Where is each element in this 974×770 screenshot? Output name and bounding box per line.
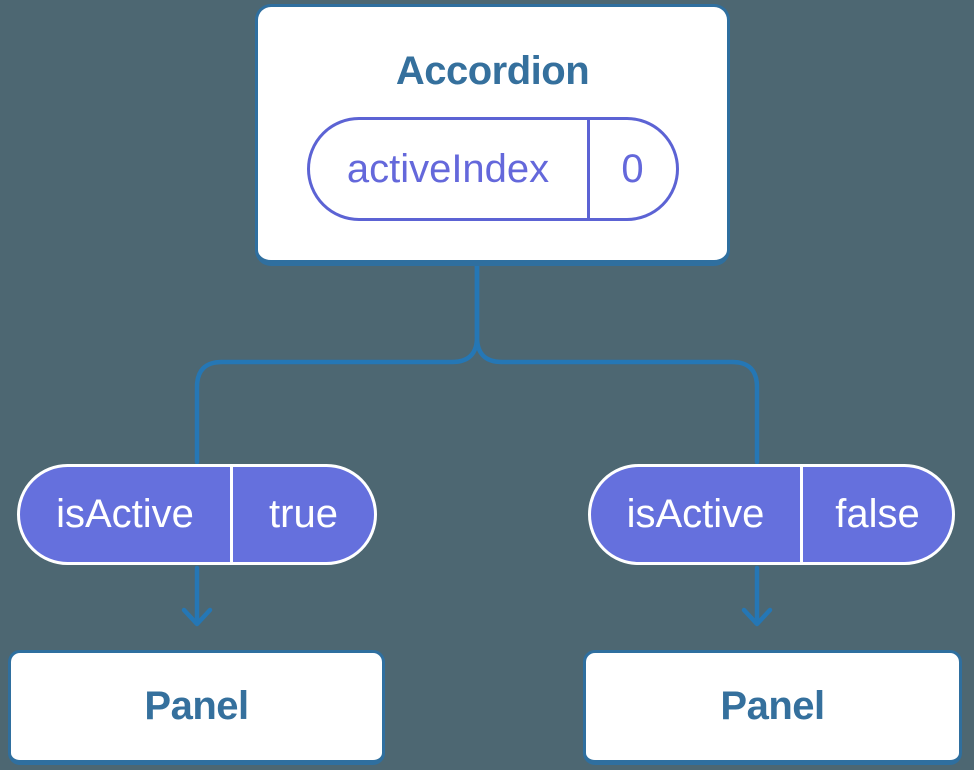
state-pill: activeIndex 0 bbox=[306, 117, 679, 221]
accordion-node-title: Accordion bbox=[395, 49, 590, 93]
prop-pill-label: isActive bbox=[56, 492, 194, 536]
prop-pill-divider bbox=[800, 467, 803, 562]
prop-pill-divider bbox=[230, 467, 233, 562]
prop-pill-value: false bbox=[835, 492, 920, 536]
branch-line-right bbox=[474, 262, 760, 465]
state-pill-label: activeIndex bbox=[346, 146, 550, 191]
panel-node-right: Panel bbox=[583, 650, 962, 765]
accordion-node: Accordion activeIndex 0 bbox=[255, 4, 730, 266]
left-arrow-down-icon bbox=[181, 565, 213, 627]
state-pill-value: 0 bbox=[621, 146, 644, 191]
panel-node-left: Panel bbox=[8, 650, 385, 765]
right-arrow-down-icon bbox=[741, 565, 773, 627]
branch-line-left bbox=[194, 262, 480, 465]
prop-pill-isactive-false: isActive false bbox=[588, 464, 955, 565]
prop-pill-value: true bbox=[269, 492, 338, 536]
prop-pill-label: isActive bbox=[626, 492, 765, 536]
state-pill-divider bbox=[586, 120, 590, 218]
panel-node-title: Panel bbox=[720, 684, 825, 728]
panel-node-title: Panel bbox=[144, 684, 249, 728]
prop-pill-isactive-true: isActive true bbox=[17, 464, 377, 565]
